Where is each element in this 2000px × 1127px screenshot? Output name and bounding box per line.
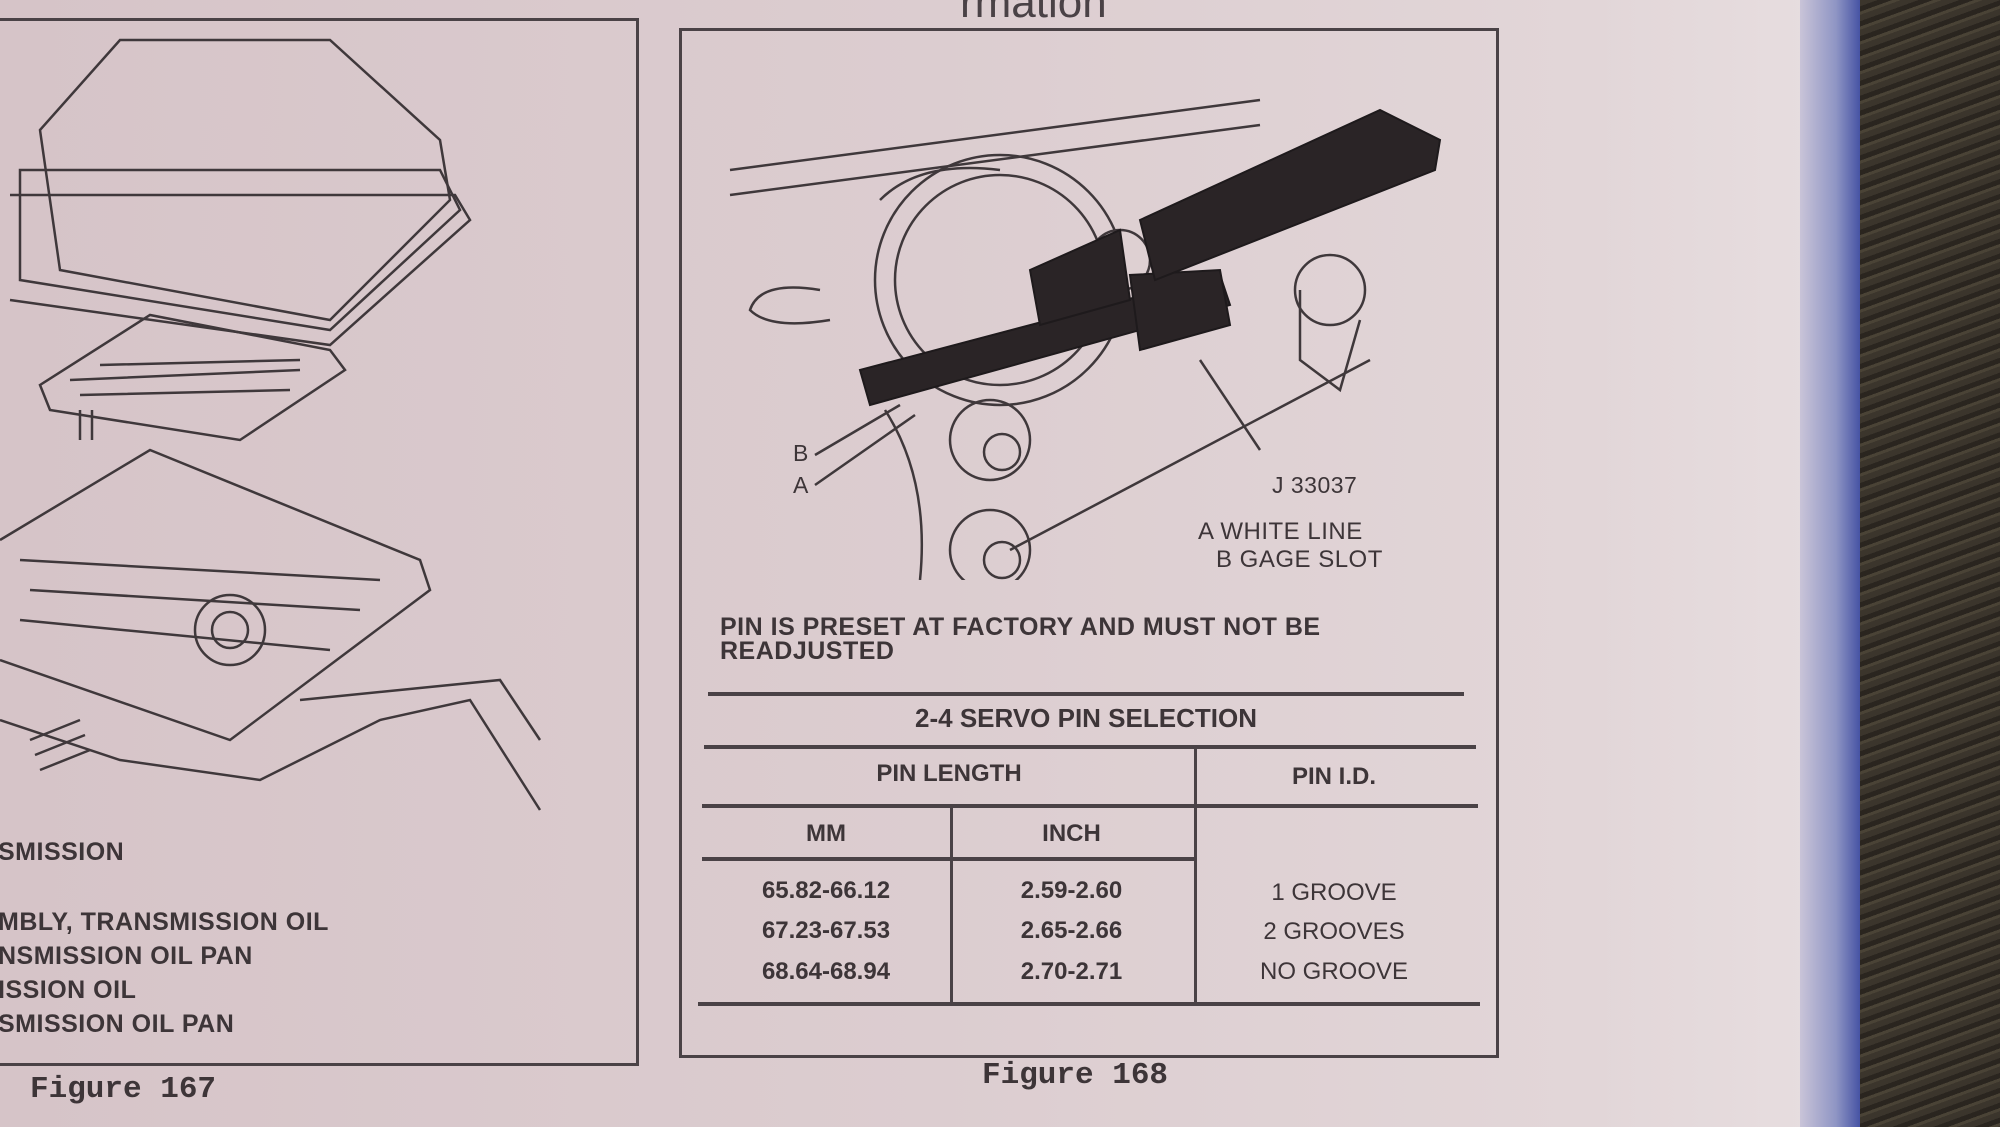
table-cell-mm: 67.23-67.53 [761,917,891,944]
pin-id-header: PIN I.D. [1291,763,1376,790]
table-rule [702,857,1194,861]
table-cell-inch: 2.59-2.60 [1020,877,1123,904]
legend-b-gage-slot: B GAGE SLOT [1216,546,1383,573]
nut-lower [948,508,1032,580]
manual-page [0,0,1870,1127]
note-line-2: READJUSTED [720,637,895,665]
table-rule [702,804,1478,808]
mm-header: MM [806,820,846,847]
figure-167-frame [0,18,639,1066]
table-rule [708,692,1464,696]
inch-header: INCH [1042,820,1101,847]
column-divider [1194,747,1197,1002]
table-cell-id: 1 GROOVE [1271,879,1397,906]
table-cell-inch: 2.70-2.71 [1020,958,1123,985]
transmission-exploded-illustration [0,38,542,811]
tool-leader [1198,359,1262,451]
table-cell-inch: 2.65-2.66 [1020,917,1123,944]
note-line-1: PIN IS PRESET AT FACTORY AND MUST NOT BE [720,613,1321,641]
figure-168-frame [679,28,1499,1058]
gage-tool-block [1128,268,1232,352]
table-rule [704,745,1476,749]
figure-168-caption: Figure 168 [982,1058,1169,1093]
figure-167-legend-item: SMISSION [0,838,125,866]
figure-167-caption: Figure 167 [30,1072,217,1107]
legend-a-white-line: A WHITE LINE [1198,518,1363,545]
servo-pin-gage-illustration [729,98,1442,580]
figure-167-legend-item: SMISSION OIL PAN [0,1010,235,1038]
callout-leaders [814,403,916,487]
callout-a: A [793,472,809,498]
table-rule [698,1002,1480,1006]
pin-length-header: PIN LENGTH [876,760,1022,787]
table-title: 2-4 SERVO PIN SELECTION [915,703,1257,733]
background-surface [1860,0,2000,1127]
gage-tool-handle [1138,108,1442,282]
table-cell-mm: 68.64-68.94 [761,958,891,985]
callout-b: B [793,440,809,466]
callout-tool-number: J 33037 [1272,472,1358,498]
column-divider [950,806,953,1002]
nut-upper [948,398,1032,482]
figure-167-legend-item: MBLY, TRANSMISSION OIL [0,908,329,936]
table-cell-mm: 65.82-66.12 [761,877,891,904]
figure-167-legend-item: ISSION OIL [0,976,137,1004]
valve-body [0,448,432,742]
table-cell-id: NO GROOVE [1259,958,1409,985]
page-header-fragment: rmation [960,0,1107,27]
figure-167-legend-item: NSMISSION OIL PAN [0,942,253,970]
table-cell-id: 2 GROOVES [1263,918,1405,945]
oil-pan [38,38,452,322]
oil-filter [38,313,347,442]
